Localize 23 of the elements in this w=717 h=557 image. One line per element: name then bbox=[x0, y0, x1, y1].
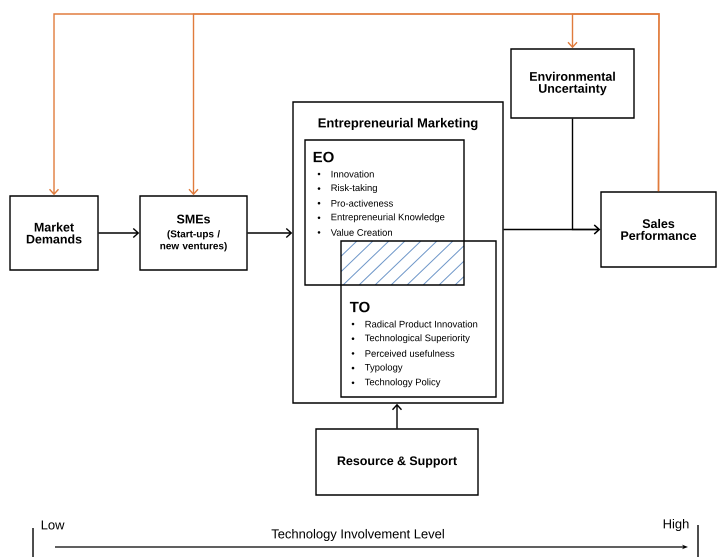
process-box: SMEs (Start-ups / new ventures) bbox=[139, 195, 248, 271]
scale-label: Low bbox=[42, 520, 64, 530]
arrow bbox=[392, 404, 402, 428]
process-box: Market Demands bbox=[9, 195, 99, 271]
bullet-text: Technology Policy bbox=[364, 378, 440, 388]
bullet-text: Pro-activeness bbox=[331, 200, 393, 207]
process-box: Environmental Uncertainty bbox=[510, 48, 635, 119]
scale-label: Technology Involvement Level bbox=[272, 528, 444, 542]
arrow bbox=[248, 228, 292, 238]
arrow bbox=[567, 13, 660, 192]
bullet-text: Entrepreneurial Knowledge bbox=[331, 213, 444, 222]
bullet-text: Innovation bbox=[332, 170, 374, 178]
arrow bbox=[572, 118, 600, 235]
bullet-text: Technological Superiority bbox=[364, 334, 470, 344]
scale-label: High bbox=[664, 518, 688, 532]
arrow bbox=[98, 228, 140, 238]
process-box: Resource & Support bbox=[315, 428, 479, 496]
bullet-text: Radical Product Innovation bbox=[365, 320, 478, 328]
bullet-text: Risk-taking bbox=[331, 184, 377, 193]
bullet-text: Value Creation bbox=[330, 228, 392, 236]
process-box: Sales Performance bbox=[600, 191, 717, 268]
bullet-text: Typology bbox=[364, 364, 403, 372]
bullet-text: Perceived usefulness bbox=[365, 350, 454, 357]
